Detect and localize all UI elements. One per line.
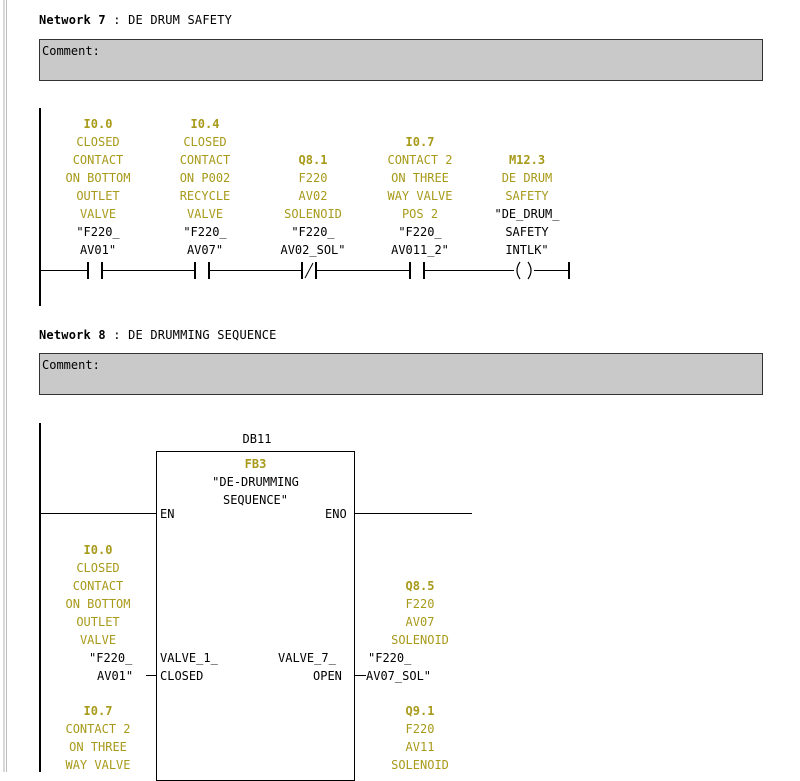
- nc-contact-bar-right[interactable]: [315, 262, 317, 279]
- input-wire: [146, 675, 156, 676]
- contact-operand[interactable]: I0.4 CLOSED CONTACT ON P002 RECYCLE VALV…: [179, 117, 231, 257]
- rung-wire: [210, 270, 301, 271]
- network-title: DE DRUMMING SEQUENCE: [128, 328, 277, 342]
- power-rail: [39, 108, 41, 306]
- left-gutter-line: [6, 0, 7, 772]
- contact-bar-right[interactable]: [423, 262, 425, 279]
- contact-bar-left[interactable]: [194, 262, 196, 279]
- input-operand[interactable]: I0.7 CONTACT 2 ON THREE WAY VALVE: [65, 704, 131, 772]
- comment-label: Comment:: [42, 358, 100, 372]
- output-symbol[interactable]: AV07_SOL": [366, 669, 432, 683]
- contact-bar-left[interactable]: [409, 262, 411, 279]
- en-wire: [41, 513, 156, 514]
- input-pin-label[interactable]: CLOSED: [160, 669, 204, 683]
- input-operand[interactable]: I0.0 CLOSED CONTACT ON BOTTOM OUTLET VAL…: [65, 543, 131, 647]
- output-wire: [355, 675, 366, 676]
- fb-name: "DE-DRUMMING: [212, 475, 299, 489]
- contact-bar-right[interactable]: [208, 262, 210, 279]
- network-8-comment-box[interactable]: Comment:: [39, 353, 763, 395]
- rung-wire: [534, 270, 568, 271]
- en-pin[interactable]: EN: [160, 507, 175, 521]
- rung-end-bar: [568, 262, 570, 279]
- eno-pin[interactable]: ENO: [325, 507, 347, 521]
- network-7-comment-box[interactable]: Comment:: [39, 39, 763, 81]
- eno-wire: [355, 513, 472, 514]
- network-7-header[interactable]: Network 7 : DE DRUM SAFETY: [39, 13, 233, 27]
- input-pin-label[interactable]: VALVE_1_: [160, 651, 218, 665]
- rung-wire: [41, 270, 87, 271]
- input-symbol[interactable]: AV01": [97, 669, 134, 683]
- rung-wire: [425, 270, 514, 271]
- coil-operand[interactable]: M12.3 DE DRUM SAFETY "DE_DRUM_ SAFETY IN…: [494, 153, 560, 257]
- network-title: DE DRUM SAFETY: [128, 13, 233, 27]
- network-label: Network 8: [39, 328, 106, 342]
- nc-contact-bar-left[interactable]: [301, 262, 303, 279]
- output-symbol[interactable]: "F220_: [368, 651, 412, 665]
- left-gutter: [3, 0, 5, 772]
- output-pin-label[interactable]: OPEN: [313, 669, 342, 683]
- contact-operand[interactable]: I0.0 CLOSED CONTACT ON BOTTOM OUTLET VAL…: [65, 117, 131, 257]
- input-symbol[interactable]: "F220_: [89, 651, 133, 665]
- output-operand[interactable]: Q9.1 F220 AV11 SOLENOID: [391, 704, 449, 772]
- network-label: Network 7: [39, 13, 106, 27]
- power-rail: [39, 423, 41, 772]
- output-pin-label[interactable]: VALVE_7_: [278, 651, 336, 665]
- fb-name: SEQUENCE": [222, 493, 289, 507]
- fb-number: FB3: [244, 457, 267, 471]
- contact-operand[interactable]: Q8.1 F220 AV02 SOLENOID "F220_ AV02_SOL": [280, 153, 346, 257]
- comment-label: Comment:: [42, 44, 100, 58]
- instance-db-label[interactable]: DB11: [242, 432, 272, 446]
- contact-bar-left[interactable]: [87, 262, 89, 279]
- function-block-box[interactable]: [156, 451, 355, 781]
- rung-wire: [103, 270, 194, 271]
- contact-operand[interactable]: I0.7 CONTACT 2 ON THREE WAY VALVE POS 2 …: [387, 135, 453, 257]
- output-operand[interactable]: Q8.5 F220 AV07 SOLENOID: [391, 579, 449, 647]
- coil-symbol[interactable]: [512, 261, 536, 280]
- network-8-header[interactable]: Network 8 : DE DRUMMING SEQUENCE: [39, 328, 277, 342]
- contact-bar-right[interactable]: [101, 262, 103, 279]
- rung-wire: [317, 270, 409, 271]
- nc-contact-slash: [304, 262, 314, 279]
